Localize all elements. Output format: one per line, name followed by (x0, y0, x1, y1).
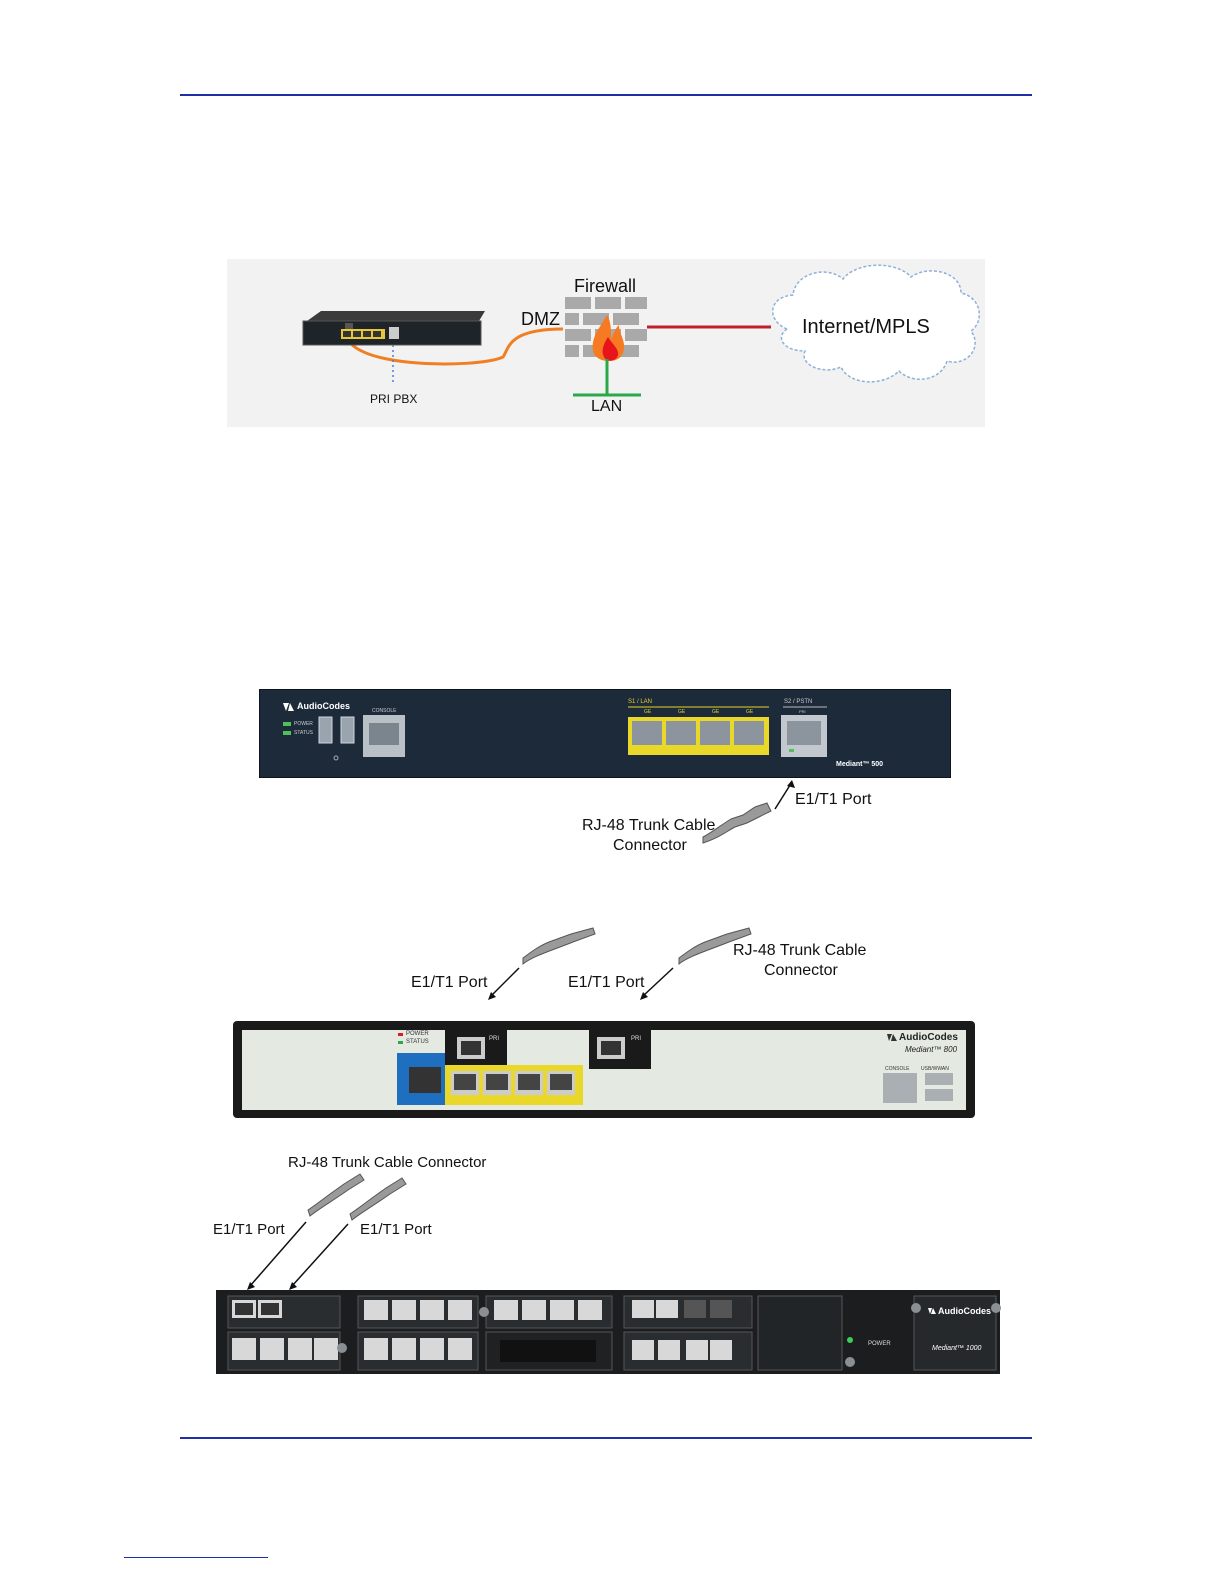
screw-icon (911, 1303, 921, 1313)
reset-pinhole-icon (334, 756, 338, 760)
brand-label: AudioCodes (938, 1306, 991, 1316)
model-label: Mediant™ 500 (836, 761, 883, 768)
footnote-rule (124, 1557, 268, 1558)
sfp-port-icon (409, 1067, 441, 1093)
firewall-icon (565, 297, 647, 361)
connector-label-line2: Connector (764, 962, 838, 980)
e1t1-port-label-left: E1/T1 Port (411, 974, 487, 992)
cpu-port-icon (632, 1300, 654, 1318)
power-label: POWER (406, 1031, 429, 1037)
lan-port-4-icon (734, 721, 764, 745)
pstn-group-label: S2 / PSTN (784, 699, 812, 705)
status-label: STATUS (406, 1039, 429, 1045)
pri-1-label: PRI (489, 1036, 499, 1042)
connector-label-line1: RJ-48 Trunk Cable (733, 942, 866, 960)
connector-label-line2: Connector (613, 837, 687, 855)
gateway-device-icon (303, 311, 485, 345)
console-label: CONSOLE (885, 1066, 909, 1072)
lan-label: LAN (591, 398, 622, 416)
power-label: POWER (868, 1341, 891, 1347)
console-label: CONSOLE (372, 708, 396, 714)
status-led-icon (283, 731, 291, 735)
power-led-icon (398, 1033, 403, 1036)
footer-rule (180, 1437, 1032, 1439)
mediant-1000-figure: RJ-48 Trunk Cable Connector E1/T1 Port E… (210, 1152, 1002, 1376)
header-rule (180, 94, 1032, 96)
e1t1-port-label-right: E1/T1 Port (568, 974, 644, 992)
dmz-label: DMZ (521, 309, 560, 330)
lan-group-label: S1 / LAN (628, 699, 652, 705)
model-label: Mediant™ 1000 (932, 1345, 981, 1352)
brand-logo-icon (887, 1034, 897, 1041)
usb-label: USB/WWAN (921, 1066, 949, 1072)
screw-icon (479, 1307, 489, 1317)
mediant-500-figure: AudioCodes POWER STATUS CONSOLE S1 / LAN… (259, 689, 949, 859)
status-label: STATUS (294, 730, 313, 736)
rj48-connector-icon-right (350, 1178, 406, 1220)
brand-label: AudioCodes (899, 1032, 958, 1043)
firewall-label: Firewall (574, 276, 636, 297)
usb-port-icon (341, 717, 354, 743)
ge-label-4: GE (746, 709, 753, 715)
power-led-icon (847, 1337, 853, 1343)
model-label: Mediant™ 800 (905, 1045, 957, 1054)
ge-label-3: GE (712, 709, 719, 715)
rj48-connector-icon-left (523, 928, 595, 964)
brand-logo-icon (283, 703, 294, 711)
power-label: POWER (294, 721, 313, 727)
pri-label: PRI (799, 709, 806, 714)
power-module (758, 1296, 842, 1370)
status-led-icon (398, 1041, 403, 1044)
usb-port-icon (319, 717, 332, 743)
usb-port-2-icon (925, 1089, 953, 1101)
lan-port-3-icon (700, 721, 730, 745)
cloud-label: Internet/MPLS (802, 316, 930, 339)
usb-port-1-icon (925, 1073, 953, 1085)
e1t1-port-label-left: E1/T1 Port (213, 1221, 285, 1238)
lan-port-2-icon (666, 721, 696, 745)
mediant-800-figure: E1/T1 Port E1/T1 Port RJ-48 Trunk Cable … (233, 926, 975, 1118)
ge-label-1: GE (644, 709, 651, 715)
pri-2-label: PRI (631, 1036, 641, 1042)
brand-label: AudioCodes (297, 701, 350, 711)
e1t1-port-label-right: E1/T1 Port (360, 1221, 432, 1238)
connector-label-line1: RJ-48 Trunk Cable (582, 817, 715, 835)
screw-icon (337, 1343, 347, 1353)
ge-label-2: GE (678, 709, 685, 715)
network-topology-diagram: Firewall DMZ Internet/MPLS LAN PRI PBX (227, 259, 985, 427)
e1t1-port-label: E1/T1 Port (795, 791, 871, 809)
screw-icon (845, 1357, 855, 1367)
lan-port-1-icon (632, 721, 662, 745)
screw-icon (991, 1303, 1001, 1313)
pbx-label: PRI PBX (370, 392, 417, 406)
console-port-icon (883, 1073, 917, 1103)
power-led-icon (283, 722, 291, 726)
